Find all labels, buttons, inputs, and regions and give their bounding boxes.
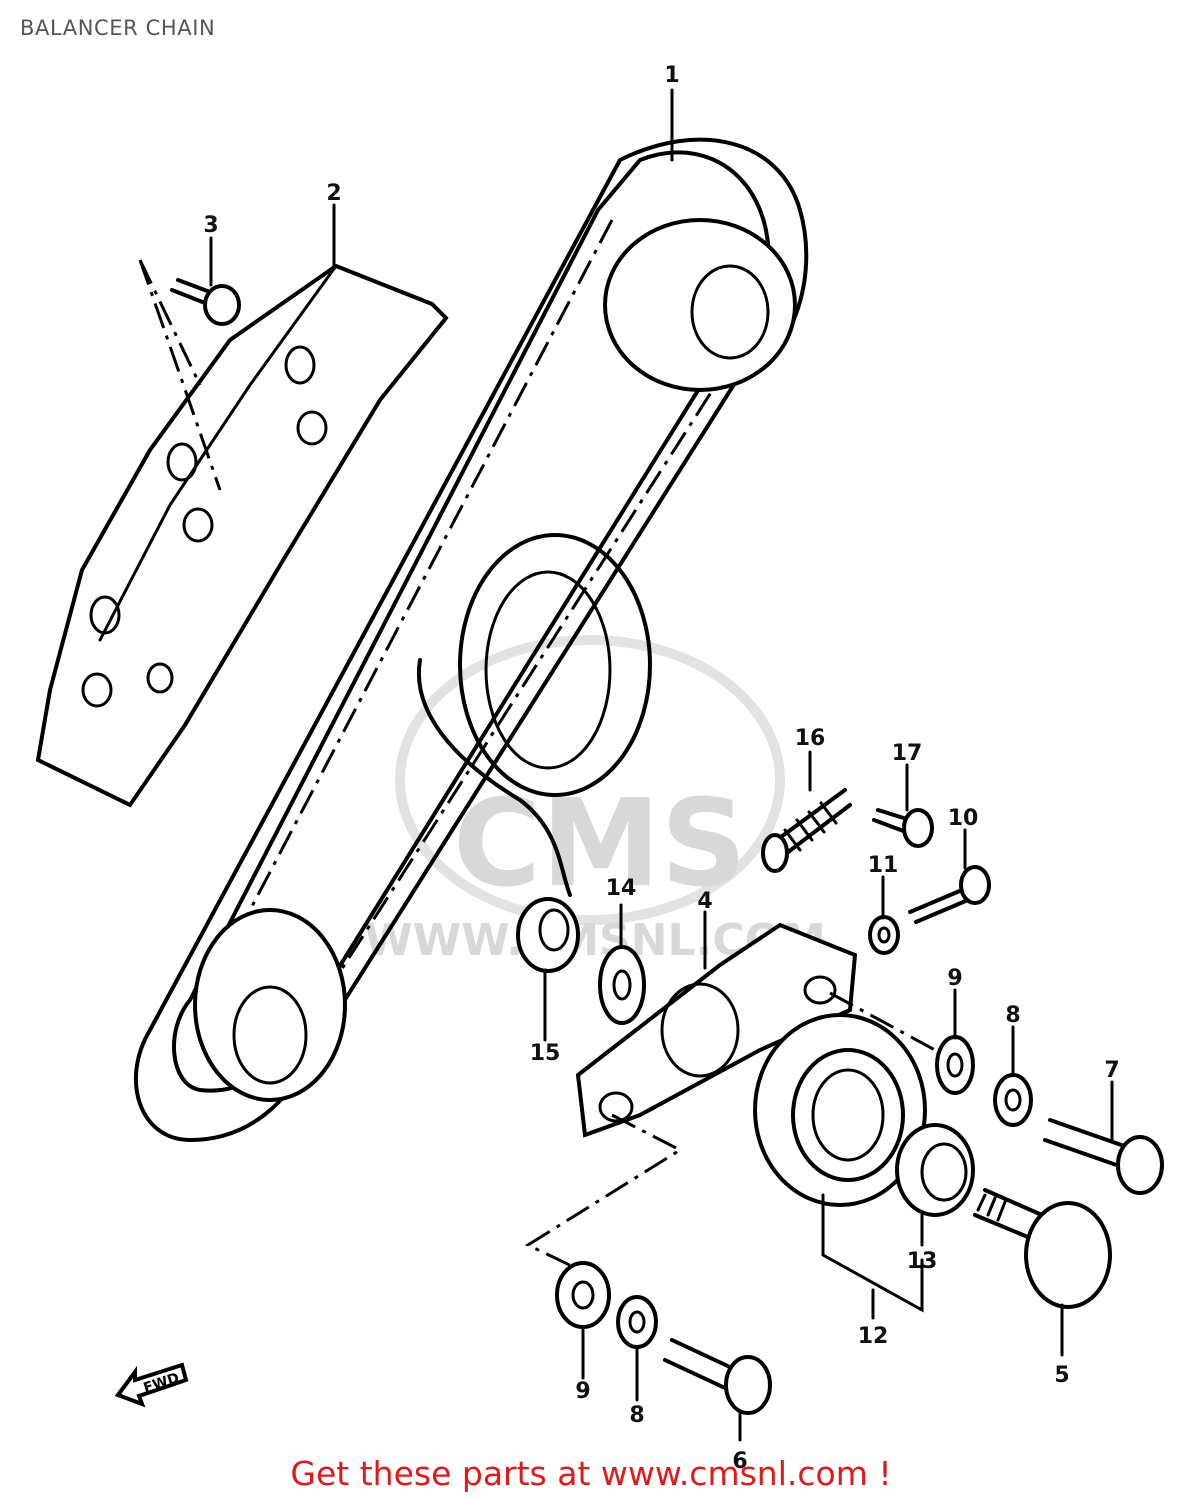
bottom-fasteners — [555, 1261, 772, 1415]
part-label-13: 13 — [907, 1249, 938, 1274]
part-label-4: 4 — [697, 889, 712, 914]
part-label-1: 1 — [664, 63, 679, 88]
part-label-8b: 8 — [629, 1403, 644, 1428]
washer-14 — [598, 945, 646, 1025]
screw-3 — [138, 259, 241, 491]
watermark: CMS WWW.CMSNL.COM — [364, 635, 826, 966]
bolt-10 — [908, 865, 991, 924]
part-label-10: 10 — [948, 806, 979, 831]
nut-11 — [868, 915, 900, 955]
tensioner-sprocket — [753, 1013, 975, 1313]
part-label-14: 14 — [606, 876, 637, 901]
part-label-9b: 9 — [575, 1379, 590, 1404]
fwd-direction-arrow: FWD — [114, 1362, 189, 1408]
balancer-chain — [134, 137, 809, 1142]
leader-lines — [209, 88, 1114, 1442]
part-label-12: 12 — [858, 1324, 889, 1349]
part-label-5: 5 — [1054, 1363, 1069, 1388]
washers-right — [829, 991, 1033, 1127]
watermark-logo-text: CMS — [453, 775, 747, 914]
part-label-7: 7 — [1104, 1058, 1119, 1083]
part-label-9a: 9 — [947, 966, 962, 991]
watermark-badge — [395, 635, 785, 925]
part-label-6: 6 — [732, 1449, 747, 1474]
tensioner-arm — [524, 922, 858, 1272]
part-label-16: 16 — [795, 726, 826, 751]
footer-link[interactable]: Get these parts at www.cmsnl.com ! — [290, 1454, 892, 1493]
page-title: BALANCER CHAIN — [20, 16, 216, 40]
part-label-2: 2 — [326, 181, 341, 206]
part-label-8a: 8 — [1005, 1003, 1020, 1028]
bush-15 — [516, 897, 580, 973]
spring-16 — [761, 788, 852, 873]
part-label-3: 3 — [203, 213, 218, 238]
part-label-17: 17 — [892, 741, 923, 766]
pin-17 — [872, 808, 934, 848]
crank-sprocket — [416, 533, 652, 897]
bolt-7 — [1043, 1118, 1164, 1195]
part-label-15: 15 — [530, 1041, 561, 1066]
chain-guide — [35, 263, 449, 808]
part-label-11: 11 — [868, 853, 899, 878]
shaft-5 — [973, 1188, 1112, 1309]
